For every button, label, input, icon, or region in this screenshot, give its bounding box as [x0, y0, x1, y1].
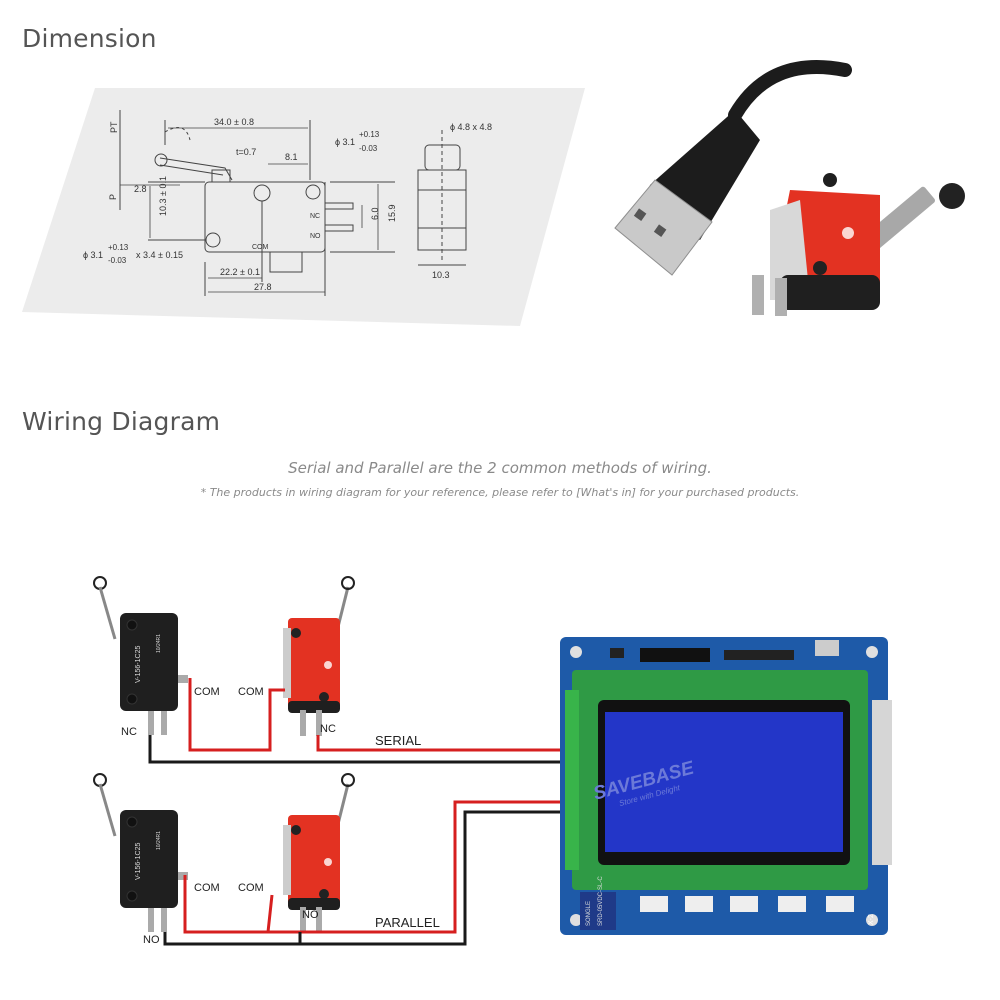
label-offset: 8.1 — [285, 152, 298, 162]
label-hole: ϕ 3.1 — [335, 137, 355, 147]
label-com-top-right: COM — [238, 686, 264, 698]
label-mount-hole: ϕ 3.1 — [83, 250, 103, 260]
label-com-bottom-left: COM — [194, 882, 220, 894]
parallel-wires — [163, 800, 560, 946]
label-com: COM — [252, 244, 269, 251]
label-hole-spacing: 22.2 ± 0.1 — [220, 267, 260, 277]
label-com-bottom-right: COM — [238, 882, 264, 894]
dimension-lines — [120, 127, 379, 293]
label-mount-slot: x 3.4 ± 0.15 — [136, 250, 183, 260]
switch-side-outline — [417, 130, 467, 266]
usb-cable-icon — [614, 60, 852, 276]
label-hole-tol-minus: -0.03 — [359, 144, 378, 153]
label-lever-h: 2.8 — [134, 184, 147, 194]
label-nc-top-left: NC — [121, 726, 137, 738]
drawing-background — [22, 88, 585, 326]
label-body-w: 27.8 — [254, 282, 272, 292]
label-body-h: 10.3 ± 0.1 — [158, 176, 168, 216]
port-label: X-2 — [868, 914, 875, 925]
dimension-texts: PT P 34.0 ± 0.8 t=0.7 8.1 ϕ 3.1 +0.13 -0… — [83, 117, 492, 292]
label-pin-pitch: 6.0 — [370, 207, 380, 220]
label-hole-tol-plus: +0.13 — [359, 130, 380, 139]
label-thickness: t=0.7 — [236, 147, 256, 157]
label-side-size: ϕ 4.8 x 4.8 — [450, 122, 492, 132]
serial-wires — [148, 678, 560, 764]
label-nc: NC — [310, 213, 320, 220]
label-height: 15.9 — [387, 204, 397, 222]
wiring-note: * The products in wiring diagram for you… — [200, 486, 800, 499]
label-com-top-left: COM — [194, 686, 220, 698]
wiring-title: Wiring Diagram — [22, 407, 221, 436]
relay-brand: SONGLE — [586, 901, 592, 926]
label-no: NO — [310, 233, 321, 240]
wiring-subtitle: Serial and Parallel are the 2 common met… — [288, 459, 712, 477]
label-serial: SERIAL — [375, 733, 421, 748]
label-width: 34.0 ± 0.8 — [214, 117, 254, 127]
micro-switch-icon — [752, 173, 965, 316]
dimension-title: Dimension — [22, 24, 157, 53]
label-mount-tol-plus: +0.13 — [108, 243, 129, 252]
label-no-bottom-right: NO — [302, 909, 319, 921]
label-pt: PT — [109, 121, 119, 133]
label-parallel: PARALLEL — [375, 915, 440, 930]
label-p: P — [108, 194, 118, 200]
switch-front-outline — [119, 110, 395, 296]
label-mount-tol-minus: -0.03 — [108, 256, 127, 265]
diagram-labels: COM COM NC NC COM COM NO NO SERIAL PARAL… — [121, 686, 440, 946]
label-no-bottom-left: NO — [143, 934, 160, 946]
controller-board: SAVEBASE Store with Delight SRD-05VDC-SL… — [560, 637, 892, 935]
label-side-w: 10.3 — [432, 270, 450, 280]
relay-text: SRD-05VDC-SL-C — [598, 876, 604, 926]
label-nc-top-right: NC — [320, 723, 336, 735]
